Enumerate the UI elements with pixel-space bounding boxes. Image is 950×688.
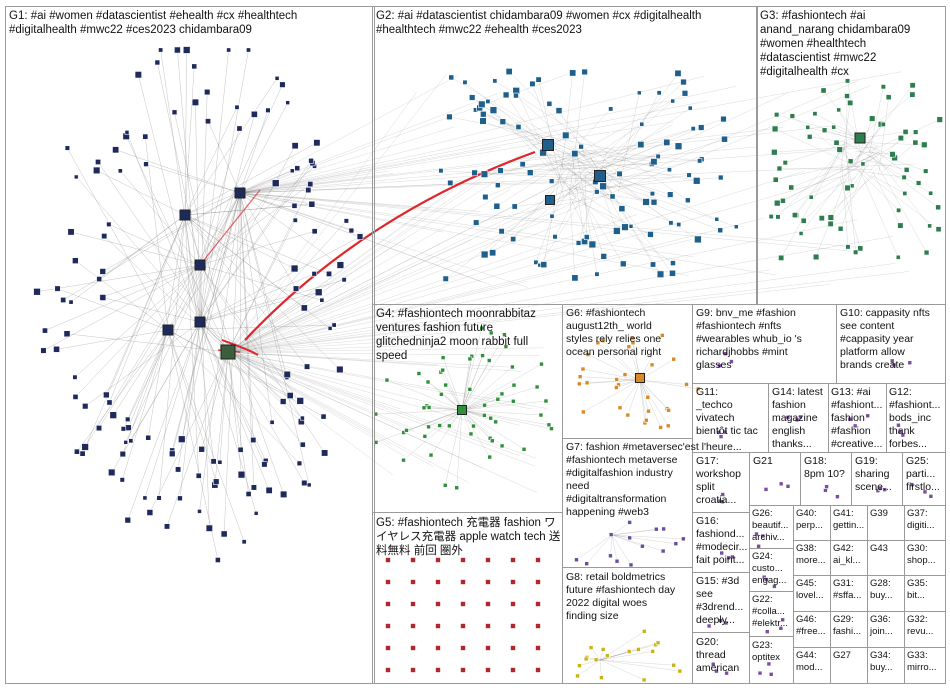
group-box-g15: [692, 572, 750, 633]
group-box-g12: [886, 383, 946, 453]
group-box-g11: [692, 383, 769, 453]
group-box-g39: [867, 505, 905, 541]
group-box-g27: [830, 647, 868, 684]
group-box-g16: [692, 512, 750, 573]
group-box-g4: [372, 304, 563, 513]
group-box-g36: [867, 611, 905, 648]
group-box-g9: [692, 304, 837, 384]
group-box-g29: [830, 611, 868, 648]
group-box-g3: [756, 6, 946, 305]
group-box-g34: [867, 647, 905, 684]
group-box-g41: [830, 505, 868, 541]
group-box-g42: [830, 540, 868, 576]
group-box-g23: [749, 636, 794, 684]
group-box-g14: [768, 383, 829, 453]
group-box-g33: [904, 647, 946, 684]
group-box-g35: [904, 575, 946, 612]
group-box-g45: [793, 575, 831, 612]
group-box-g30: [904, 540, 946, 576]
group-box-g24: [749, 548, 794, 592]
group-box-g17: [692, 452, 750, 513]
group-box-g1: [5, 6, 375, 684]
group-box-g20: [692, 632, 750, 684]
group-box-g18: [800, 452, 852, 506]
group-box-g5: [372, 512, 563, 684]
group-box-g38: [793, 540, 831, 576]
group-box-g8: [562, 567, 693, 684]
group-box-g32: [904, 611, 946, 648]
group-box-g40: [793, 505, 831, 541]
group-box-g26: [749, 505, 794, 549]
group-box-g46: [793, 611, 831, 648]
group-box-g21: [749, 452, 801, 506]
group-box-g13: [828, 383, 887, 453]
group-box-g10: [836, 304, 946, 384]
group-box-g28: [867, 575, 905, 612]
group-box-g19: [851, 452, 903, 506]
group-box-g31: [830, 575, 868, 612]
group-box-g37: [904, 505, 946, 541]
group-box-g22: [749, 591, 794, 637]
group-box-g43: [867, 540, 905, 576]
group-box-g2: [372, 6, 758, 305]
group-box-g7: [562, 438, 693, 568]
group-box-g6: [562, 304, 693, 439]
group-box-g44: [793, 647, 831, 684]
group-box-g25: [902, 452, 946, 506]
